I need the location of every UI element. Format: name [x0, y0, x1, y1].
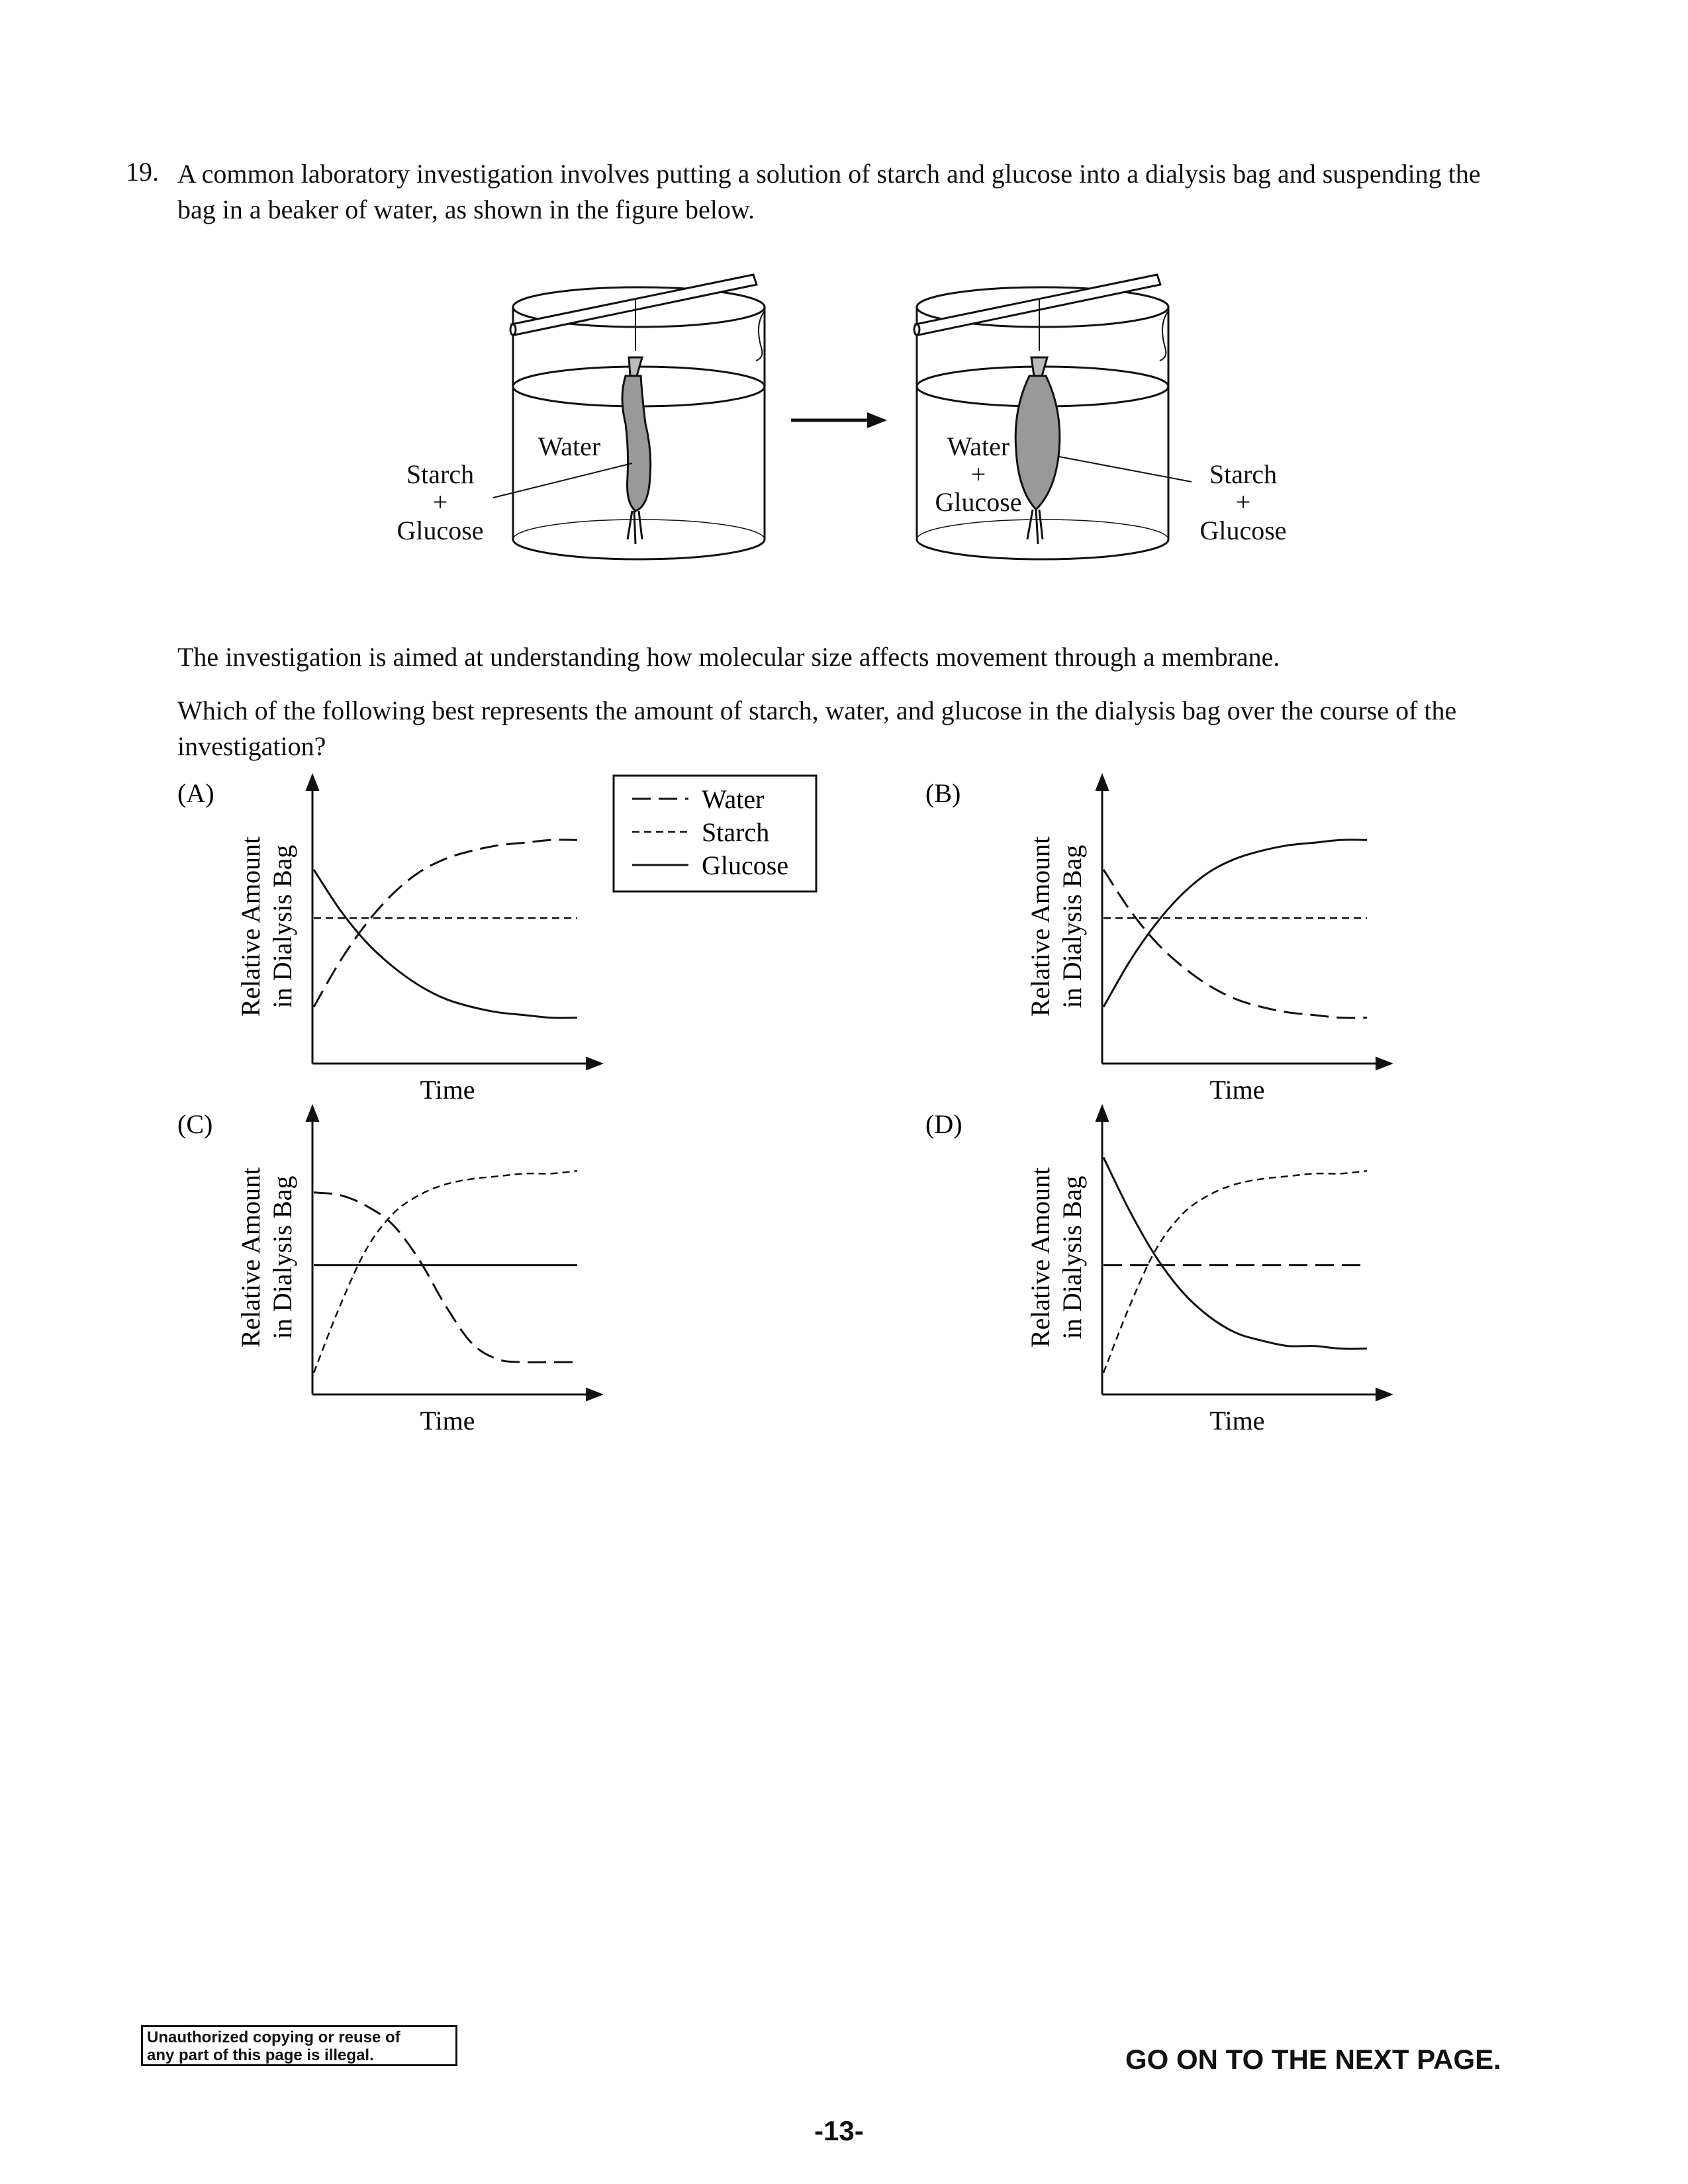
y-axis-label-line-2: in Dialysis Bag — [267, 845, 297, 1009]
graph-b: (B) Relative Amount in Dialysis Bag Time — [925, 773, 1393, 1105]
series-water-line — [312, 839, 578, 1008]
legend: Water Starch Glucose — [612, 774, 818, 893]
option-letter-b: (B) — [925, 778, 961, 808]
left-outside-label: Water — [538, 432, 601, 461]
copy-notice: Unauthorized copying or reuse of any par… — [141, 2025, 457, 2066]
x-axis-label: Time — [420, 1406, 475, 1435]
left-bag-label-1: Starch — [406, 459, 474, 489]
copy-notice-line-2: any part of this page is illegal. — [147, 2046, 374, 2064]
y-axis-label-line-1: Relative Amount — [236, 837, 265, 1017]
dialysis-figure: Water Starch + Glucose Water + Glucose S… — [397, 273, 1287, 561]
question-number: 19. — [126, 157, 159, 187]
right-bag-label-1: Starch — [1209, 459, 1277, 489]
series-starch-line — [1102, 1169, 1368, 1373]
left-bag-label-3: Glucose — [397, 516, 483, 545]
graph-a: (A) Relative Amount in Dialysis Bag Time — [177, 773, 604, 1105]
series-water-line — [1102, 869, 1368, 1019]
y-axis-label-line-2: in Dialysis Bag — [1057, 845, 1087, 1009]
option-letter-d: (D) — [925, 1109, 962, 1139]
right-outside-label-3: Glucose — [935, 487, 1021, 517]
y-axis-label-line-1: Relative Amount — [1025, 837, 1055, 1017]
x-axis-label: Time — [1209, 1075, 1264, 1105]
series-starch-line — [312, 1169, 578, 1373]
right-outside-label-2: + — [971, 459, 986, 489]
copy-notice-line-1: Unauthorized copying or reuse of — [147, 2028, 400, 2046]
left-rod — [509, 273, 758, 336]
x-axis-label: Time — [420, 1075, 475, 1105]
right-bag-label-3: Glucose — [1199, 516, 1286, 545]
left-bag-label-2: + — [433, 487, 448, 517]
left-dialysis-bag — [621, 356, 652, 545]
next-page-text: GO ON TO THE NEXT PAGE. — [1125, 2044, 1501, 2075]
y-axis-label-line-2: in Dialysis Bag — [267, 1176, 297, 1340]
option-letter-a: (A) — [177, 778, 214, 808]
right-rod — [913, 273, 1162, 336]
prompt-text: Which of the following best represents t… — [177, 696, 1457, 761]
y-axis-label-line-2: in Dialysis Bag — [1057, 1176, 1087, 1340]
legend-water-label: Water — [702, 784, 765, 814]
graph-d: (D) Relative Amount in Dialysis Bag Time — [925, 1104, 1393, 1435]
option-letter-c: (C) — [177, 1109, 212, 1139]
y-axis-label-line-1: Relative Amount — [236, 1167, 265, 1347]
series-glucose-line — [1102, 839, 1368, 1008]
page-number: -13- — [814, 2115, 864, 2146]
right-outside-label-1: Water — [947, 432, 1010, 461]
answer-graphs: Water Starch Glucose (A) Relative Amount… — [177, 773, 1393, 1435]
series-glucose-line — [1102, 1157, 1368, 1350]
series-glucose-line — [312, 869, 578, 1019]
series-water-line — [313, 1191, 577, 1363]
aim-text: The investigation is aimed at understand… — [177, 642, 1280, 672]
arrow-icon — [791, 412, 887, 428]
question-text: A common laboratory investigation involv… — [177, 159, 1481, 224]
right-bag-label-2: + — [1236, 487, 1251, 517]
right-dialysis-bag — [1014, 356, 1061, 545]
legend-glucose-label: Glucose — [702, 850, 788, 880]
legend-starch-label: Starch — [702, 817, 769, 847]
x-axis-label: Time — [1209, 1406, 1264, 1435]
y-axis-label-line-1: Relative Amount — [1025, 1167, 1055, 1347]
graph-c: (C) Relative Amount in Dialysis Bag Time — [177, 1104, 604, 1435]
